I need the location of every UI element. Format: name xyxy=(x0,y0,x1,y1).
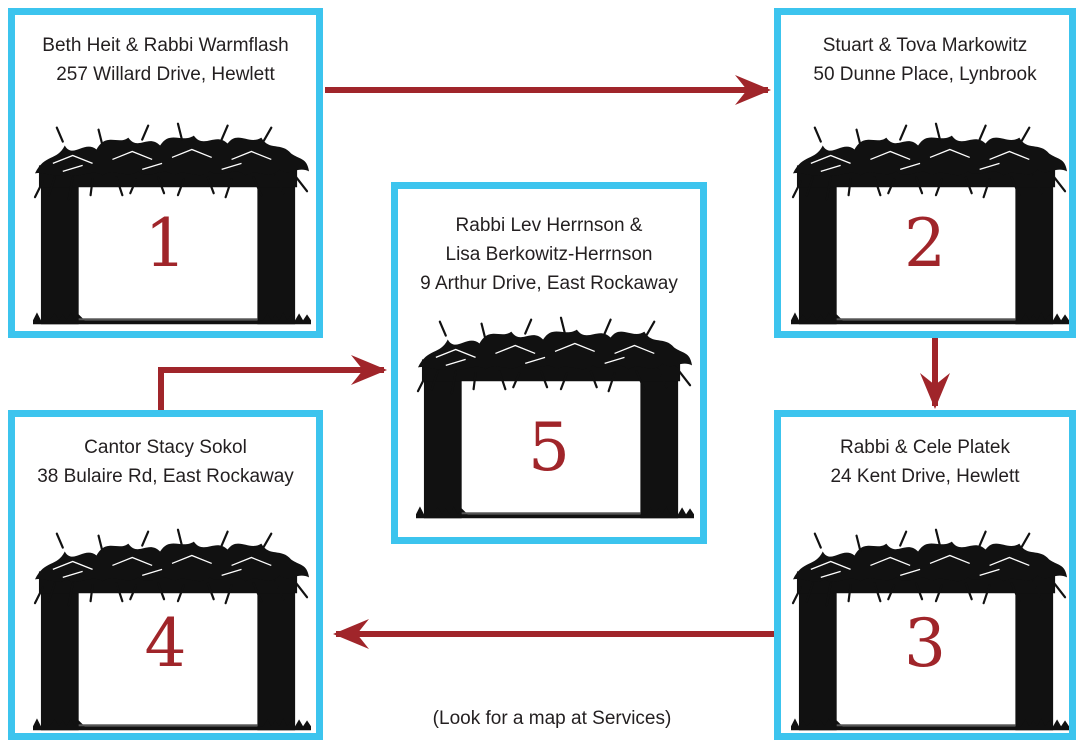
stop-address-line: 50 Dunne Place, Lynbrook xyxy=(813,64,1037,85)
stop-host-line-2: Lisa Berkowitz-Herrnson xyxy=(445,244,653,265)
stop-address: Rabbi Lev Herrnson & Lisa Berkowitz-Herr… xyxy=(398,211,700,298)
stop-number: 2 xyxy=(904,205,946,282)
arrow-4-to-5 xyxy=(158,355,387,410)
stop-number: 4 xyxy=(144,605,187,682)
stop-number: 5 xyxy=(528,409,570,486)
stop-address: Beth Heit & Rabbi Warmflash 257 Willard … xyxy=(15,31,316,89)
stop-address: Cantor Stacy Sokol 38 Bulaire Rd, East R… xyxy=(15,433,316,491)
stop-address-line: 24 Kent Drive, Hewlett xyxy=(830,466,1020,487)
map-note: (Look for a map at Services) xyxy=(432,708,672,729)
stop-address: Stuart & Tova Markowitz 50 Dunne Place, … xyxy=(781,31,1069,89)
stop-card-3: Rabbi & Cele Platek 24 Kent Drive, Hewle… xyxy=(774,410,1076,740)
stop-address-line: 257 Willard Drive, Hewlett xyxy=(56,64,275,85)
stop-address-line: 38 Bulaire Rd, East Rockaway xyxy=(37,466,294,487)
stop-host-line: Rabbi & Cele Platek xyxy=(839,437,1011,458)
stop-card-5: Rabbi Lev Herrnson & Lisa Berkowitz-Herr… xyxy=(391,182,707,544)
stop-address-line: 9 Arthur Drive, East Rockaway xyxy=(420,273,678,294)
stop-card-1: Beth Heit & Rabbi Warmflash 257 Willard … xyxy=(8,8,323,338)
stop-number: 1 xyxy=(144,205,187,282)
stop-host-line: Cantor Stacy Sokol xyxy=(84,437,247,458)
stop-host-line: Rabbi Lev Herrnson & xyxy=(455,215,643,236)
stop-host-line: Beth Heit & Rabbi Warmflash xyxy=(42,35,289,56)
stop-host-line: Stuart & Tova Markowitz xyxy=(822,35,1028,56)
stop-address: Rabbi & Cele Platek 24 Kent Drive, Hewle… xyxy=(781,433,1069,491)
stop-number: 3 xyxy=(904,605,946,682)
stop-card-4: Cantor Stacy Sokol 38 Bulaire Rd, East R… xyxy=(8,410,323,740)
stop-card-2: Stuart & Tova Markowitz 50 Dunne Place, … xyxy=(774,8,1076,338)
